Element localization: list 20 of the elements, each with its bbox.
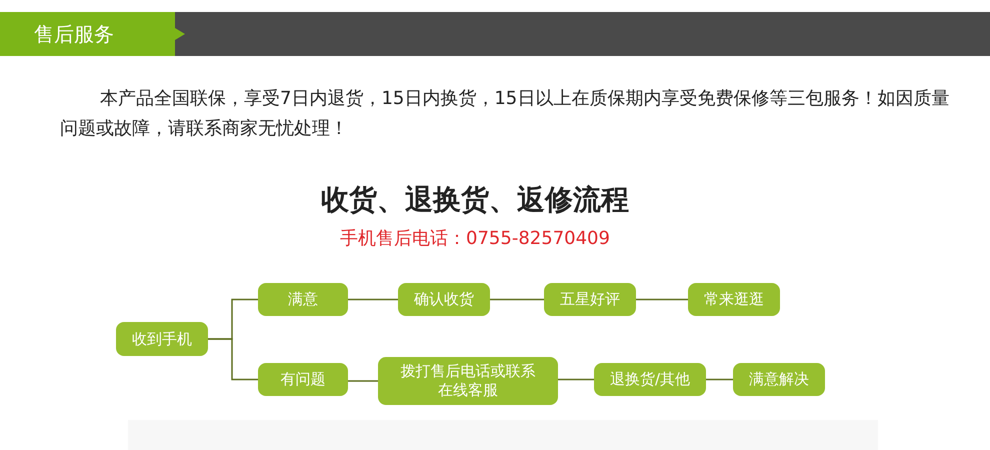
process-box: 收到手机 <box>116 322 208 356</box>
notice-paragraph: 本产品全国联保，享受7日内退货，15日内换货，15日以上在质保期内享受免费保修等三包服务！如因质量问题或故障，请联系商家无忧处理！ <box>60 87 950 141</box>
phone-line: 手机售后电话：0755-82570409 <box>339 227 611 251</box>
tab-label: 售后服务 <box>34 21 114 48</box>
process-box: 退换货/其他 <box>594 363 706 396</box>
process-box: 有问题 <box>258 363 348 396</box>
connector-line <box>558 378 594 380</box>
connector-line <box>208 338 258 380</box>
connector-line <box>348 380 378 382</box>
process-box: 常来逛逛 <box>688 283 780 316</box>
process-box: 满意解决 <box>733 363 825 396</box>
diagram-title: 收货、退换货、返修流程 <box>320 182 630 218</box>
process-box: 确认收货 <box>398 283 490 316</box>
connector-line <box>636 298 688 300</box>
connector-line <box>348 298 398 300</box>
process-box: 五星好评 <box>544 283 636 316</box>
connector-line <box>706 378 733 380</box>
process-box: 拨打售后电话或联系在线客服 <box>378 357 558 405</box>
connector-line <box>490 298 544 300</box>
process-box: 满意 <box>258 283 348 316</box>
